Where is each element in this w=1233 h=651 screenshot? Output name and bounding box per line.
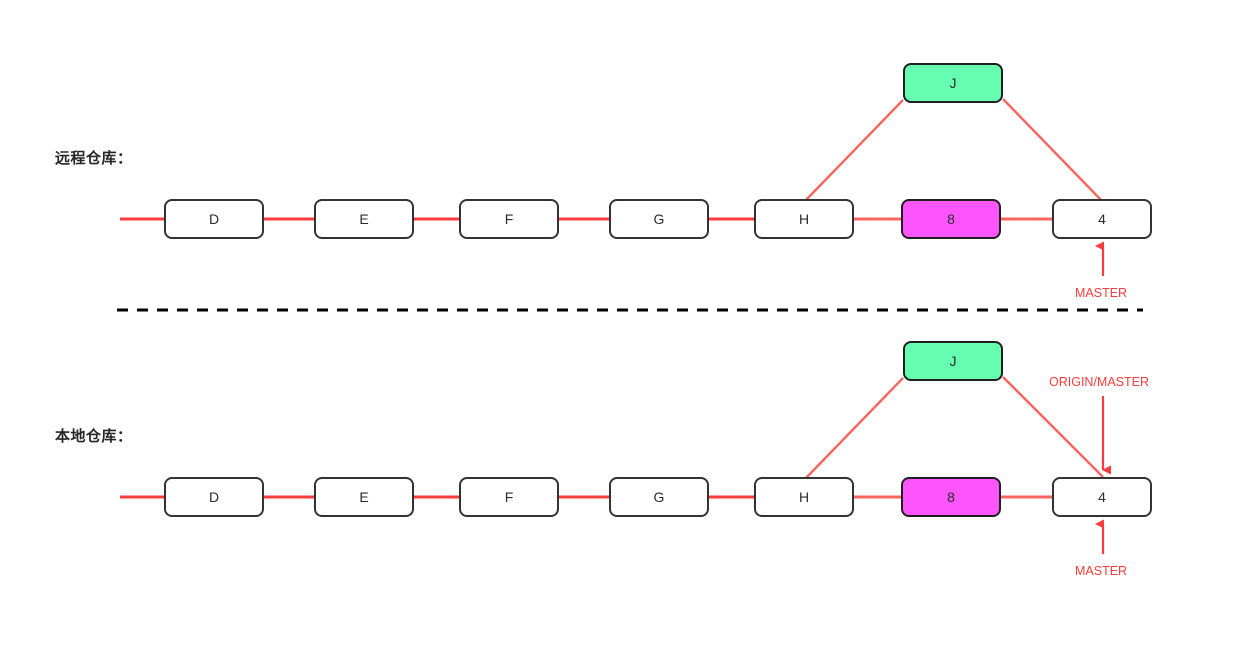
- commit-node-remote-4[interactable]: 4: [1052, 199, 1152, 239]
- ref-label-remote-master: MASTER: [1075, 286, 1128, 300]
- commit-node-local-4[interactable]: 4: [1052, 477, 1152, 517]
- commit-node-local-d[interactable]: D: [164, 477, 264, 517]
- commit-node-remote-8[interactable]: 8: [901, 199, 1001, 239]
- commit-node-local-h[interactable]: H: [754, 477, 854, 517]
- commit-node-local-f[interactable]: F: [459, 477, 559, 517]
- ref-label-local-origin-master: ORIGIN/MASTER: [1049, 375, 1150, 389]
- commit-node-local-g[interactable]: G: [609, 477, 709, 517]
- commit-node-remote-d[interactable]: D: [164, 199, 264, 239]
- commit-node-remote-g[interactable]: G: [609, 199, 709, 239]
- commit-node-local-8[interactable]: 8: [901, 477, 1001, 517]
- commit-node-remote-f[interactable]: F: [459, 199, 559, 239]
- ref-label-local-master: MASTER: [1075, 564, 1128, 578]
- local-merge-edges: [805, 376, 1104, 479]
- remote-merge-edges: [805, 98, 1104, 203]
- commit-node-remote-e[interactable]: E: [314, 199, 414, 239]
- commit-node-remote-j[interactable]: J: [903, 63, 1003, 103]
- section-label-remote: 远程仓库：: [55, 150, 133, 167]
- section-label-local: 本地仓库：: [55, 428, 133, 445]
- commit-node-local-e[interactable]: E: [314, 477, 414, 517]
- commit-node-local-j[interactable]: J: [903, 341, 1003, 381]
- commit-node-remote-h[interactable]: H: [754, 199, 854, 239]
